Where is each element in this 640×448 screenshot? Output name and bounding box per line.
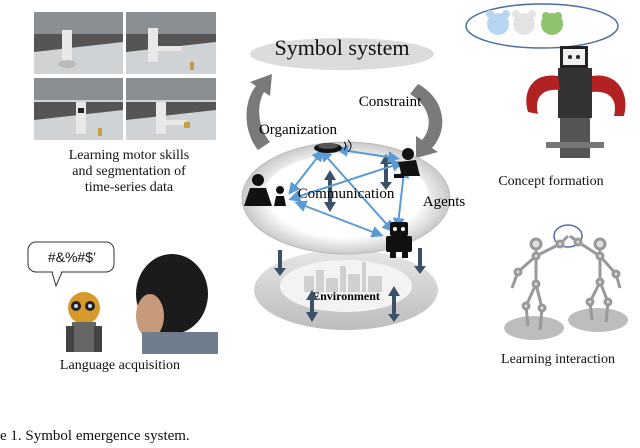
symbol-system-ellipse	[250, 38, 434, 70]
parent-and-child-icon	[244, 174, 286, 206]
learning-interaction-caption: Learning interaction	[501, 352, 615, 367]
speech-bubble	[27, 241, 115, 288]
highlight-circle	[553, 224, 583, 248]
left-stick-figure	[510, 234, 570, 331]
language-acquisition-caption: Language acquisition	[59, 358, 181, 373]
language-acquisition-scene	[27, 241, 218, 354]
organization-arrow	[246, 74, 272, 150]
environment-arrows	[274, 248, 426, 322]
human-head	[136, 254, 218, 354]
speech-bubble-text: #&%#$’	[47, 249, 97, 265]
learning-interaction-image	[504, 224, 628, 340]
communication-label: Communication	[298, 186, 395, 202]
baxter-robot	[526, 46, 626, 158]
frame-4	[126, 78, 216, 140]
concept-formation-caption: Concept formation	[498, 174, 604, 189]
symbol-system-diagram: Symbol system Constraint Organization En…	[241, 35, 466, 330]
organization-label: Organization	[259, 122, 338, 138]
constraint-label: Constraint	[359, 94, 422, 110]
child-playing-icon	[394, 148, 420, 178]
monkey-robot-icon	[66, 292, 102, 352]
symbol-system-label: Symbol system	[274, 35, 409, 60]
stuffed-toys	[486, 10, 563, 35]
humanoid-robot-icon	[386, 222, 412, 258]
right-stick-figure	[569, 234, 622, 323]
frame-3	[34, 78, 123, 140]
constraint-arrow	[410, 84, 443, 158]
right-figure-base	[568, 308, 628, 332]
environment-label: Environment	[312, 289, 380, 303]
frame-1	[34, 12, 123, 74]
frame-2	[126, 12, 216, 74]
agents-label: Agents	[423, 194, 466, 210]
language-acquisition-image: #&%#$’	[22, 236, 218, 354]
left-figure-base	[504, 316, 564, 340]
figure-caption: e 1. Symbol emergence system.	[0, 428, 190, 444]
motor-skills-frames	[34, 12, 216, 140]
concept-formation-scene	[465, 3, 626, 158]
communication-arrows	[288, 144, 410, 238]
motor-skills-image-grid	[34, 12, 216, 140]
motor-skills-caption: Learning motor skills and segmentation o…	[68, 148, 190, 195]
roomba-robot-icon	[314, 139, 352, 153]
concept-formation-image	[462, 2, 640, 170]
